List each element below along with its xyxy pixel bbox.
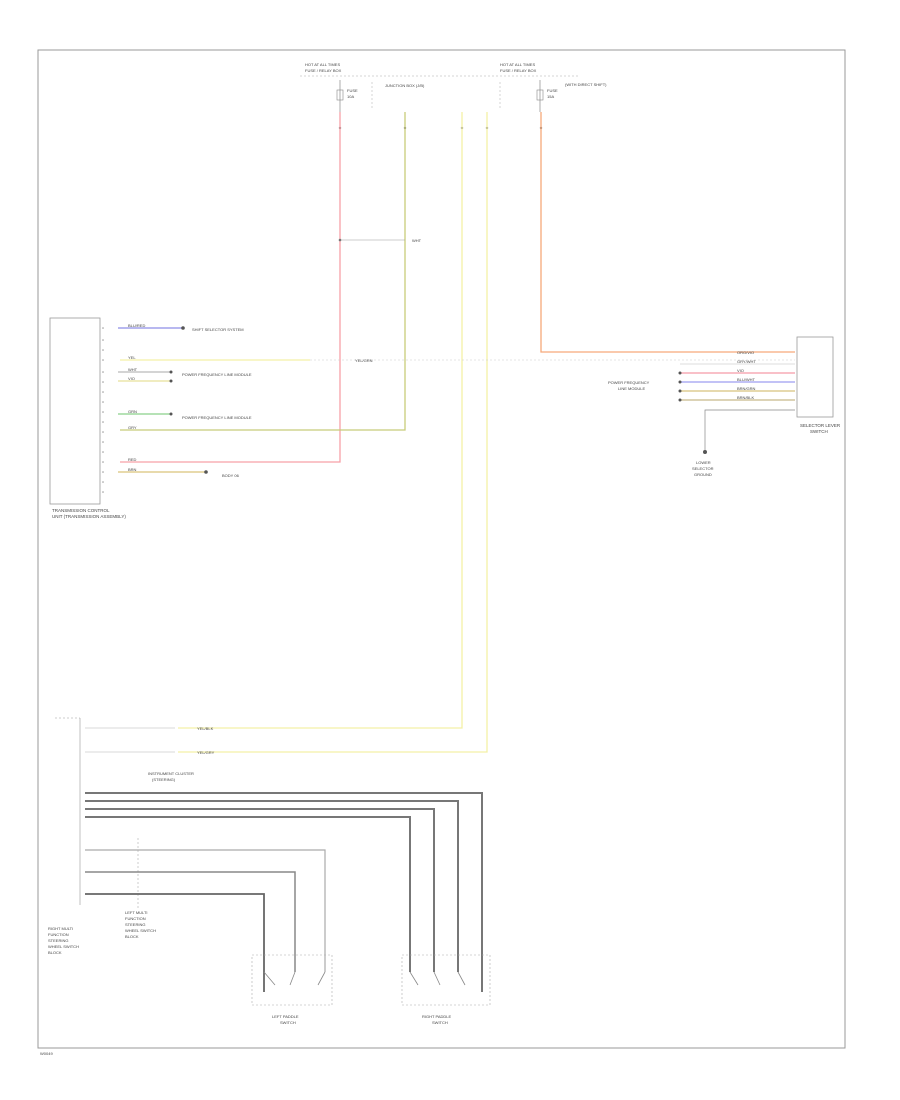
right-paddle-line1: RIGHT PADDLE [422, 1014, 452, 1019]
right-block-line3: STEERING [48, 938, 68, 943]
left-paddle-line1: LEFT PADDLE [272, 1014, 299, 1019]
tcm-wire-label-1: BLU/RED [128, 323, 145, 328]
header-center-label: JUNCTION BOX (J/B) [385, 83, 425, 88]
fuse-left-amps: 10A [347, 94, 354, 99]
tcm-wire-wht-end [169, 370, 173, 374]
left-block-line4: WHEEL SWITCH [125, 928, 156, 933]
fuse-right: FUSE 15A (WITH DIRECT SHIFT) [536, 80, 607, 112]
wire-dark-4 [85, 816, 411, 972]
left-paddle-line2: SWITCH [280, 1020, 296, 1025]
splice-label: WHT [412, 238, 422, 243]
tcm-wire-grn-end [169, 412, 173, 416]
selector-ground-line2: SELECTOR [692, 466, 714, 471]
fuse-left: FUSE 10A [336, 80, 358, 112]
splice-dot [338, 238, 342, 242]
wire-yelgrn-jb-to-tcm [120, 112, 406, 431]
wire-left-paddle-3 [85, 893, 265, 992]
tcm-wire-label-6: GRY [128, 425, 137, 430]
cluster-label-line2: (STEERING) [152, 777, 176, 782]
fuse-left-name: FUSE [347, 88, 358, 93]
fuse-right-note: (WITH DIRECT SHIFT) [565, 82, 607, 87]
wire-left-paddle-1 [85, 849, 326, 972]
tcm-wire-dest-5: POWER FREQUENCY LINE MODULE [182, 415, 252, 420]
tcm-block: TRANSMISSION CONTROL UNIT (TRANSMISSION … [49, 317, 126, 519]
tcm-wire-label-4: VIO [128, 376, 135, 381]
fuse-right-name: FUSE [547, 88, 558, 93]
selector-wire-label-2: GRY/WHT [737, 359, 756, 364]
header-right-line1: HOT AT ALL TIMES [500, 62, 535, 67]
lower-wire-label-1: YEL/BLK [197, 726, 214, 731]
tcm-wire-brn-end [204, 470, 208, 474]
wire-dark-1 [85, 792, 483, 992]
fuse-right-amps: 15A [547, 94, 554, 99]
wire-yellow-cluster-1 [178, 112, 463, 729]
wire-orange-fuse-to-selector [540, 112, 795, 353]
left-block-line1: LEFT MULTI [125, 910, 148, 915]
selector-ground-wire [704, 409, 795, 450]
selector-mod-line2: LINE MODULE [618, 386, 645, 391]
left-block-line2: FUNCTION [125, 916, 146, 921]
left-block-line5: BLOCK [125, 934, 139, 939]
left-block-line3: STEERING [125, 922, 145, 927]
header-left-line1: HOT AT ALL TIMES [305, 62, 340, 67]
selector-wire-label-6: BRN/BLK [737, 395, 754, 400]
selector-label-line2: SWITCH [810, 429, 828, 434]
right-block-line4: WHEEL SWITCH [48, 944, 79, 949]
lower-wire-label-2: YEL/GRY [197, 750, 215, 755]
diagram-frame [37, 49, 846, 1049]
right-block-line2: FUNCTION [48, 932, 69, 937]
selector-switch-block: SELECTOR LEVER SWITCH [796, 336, 841, 434]
selector-ground-symbol [703, 450, 707, 454]
mid-label: YEL/GRN [355, 358, 373, 363]
right-block-line1: RIGHT MULTI [48, 926, 73, 931]
tcm-wire-dest-1: SHIFT SELECTOR SYSTEM [192, 327, 244, 332]
selector-ground-line1: LOWER [696, 460, 711, 465]
selector-mod-line1: POWER FREQUENCY [608, 380, 650, 385]
tcm-wire-label-8: BRN [128, 467, 137, 472]
wire-left-paddle-2 [85, 871, 296, 972]
selector-label-line1: SELECTOR LEVER [800, 423, 841, 428]
tcm-wire-blured-end [181, 326, 185, 330]
right-paddle-line2: SWITCH [432, 1020, 448, 1025]
wire-dark-3 [85, 808, 435, 972]
selector-wire-label-5: BRN/GRN [737, 386, 756, 391]
selector-ground-line3: GROUND [694, 472, 712, 477]
selector-wire-label-3: VIO [737, 368, 744, 373]
tcm-label-line2: UNIT (TRANSMISSION ASSEMBLY) [52, 514, 126, 519]
header-left-line2: FUSE / RELAY BOX [305, 68, 342, 73]
selector-wire-label-1: ORG/VIO [737, 350, 754, 355]
tcm-wire-dest-3: POWER FREQUENCY LINE MODULE [182, 372, 252, 377]
tcm-wire-label-7: RED [128, 457, 137, 462]
tcm-wire-vio-end [169, 379, 173, 383]
selector-module-pins [678, 371, 682, 402]
top-connector-pins [338, 126, 543, 130]
header-right-line2: FUSE / RELAY BOX [500, 68, 537, 73]
right-block-line5: BLOCK [48, 950, 62, 955]
wire-yellow-cluster-2 [178, 112, 488, 753]
right-paddle-switch: RIGHT PADDLE SWITCH [401, 954, 491, 1025]
selector-wire-label-4: BLU/WHT [737, 377, 756, 382]
footer-code: W0049 [40, 1051, 53, 1056]
tcm-label-line1: TRANSMISSION CONTROL [52, 508, 110, 513]
cluster-label-line1: INSTRUMENT CLUSTER [148, 771, 194, 776]
left-paddle-switch: LEFT PADDLE SWITCH [251, 954, 333, 1025]
tcm-wire-label-3: WHT [128, 367, 138, 372]
tcm-wire-label-5: GRN [128, 409, 137, 414]
wire-dark-2 [85, 800, 459, 972]
tcm-wire-dest-8: BODY 06 [222, 473, 240, 478]
tcm-wire-label-2: YEL [128, 355, 136, 360]
wire-red-fuse-to-tcm [120, 112, 341, 463]
